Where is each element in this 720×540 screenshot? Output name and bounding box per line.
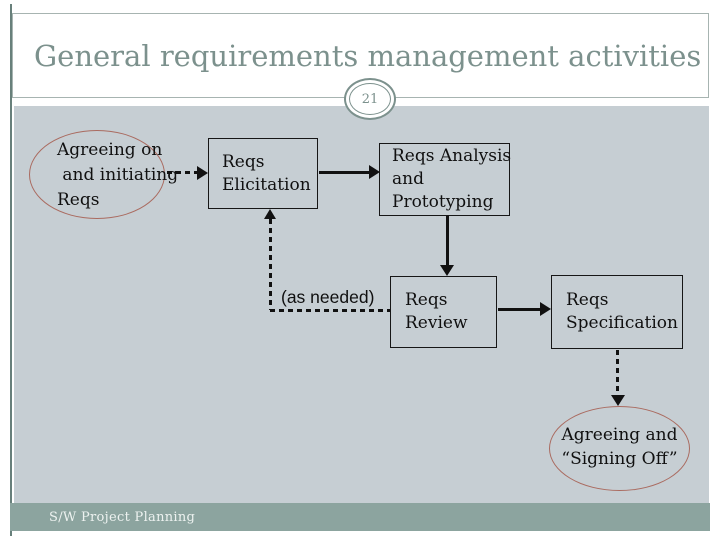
page-number-badge: 21 xyxy=(344,78,396,120)
box-reqs-review: Reqs Review xyxy=(390,276,497,348)
ellipse-agreeing-initiating-label: Agreeing on and initiating Reqs xyxy=(57,138,178,213)
dashed-connector-review-feedback-horizontal xyxy=(270,309,390,312)
box-label-line: Reqs xyxy=(566,290,609,310)
ellipse-agreeing-signing-off-label: Agreeing and “Signing Off” xyxy=(549,423,690,471)
arrowhead-right-icon xyxy=(369,165,380,179)
slide-title: General requirements management activiti… xyxy=(34,38,702,73)
footer-text: S/W Project Planning xyxy=(49,509,196,525)
arrowhead-right-icon xyxy=(540,302,551,316)
page-number: 21 xyxy=(361,91,379,107)
box-label-line: Elicitation xyxy=(222,174,311,195)
arrowhead-down-icon xyxy=(440,265,454,276)
left-accent-stripe xyxy=(10,4,12,536)
dashed-connector-specification-to-signoff xyxy=(616,350,619,395)
arrowhead-down-icon xyxy=(611,395,625,406)
box-label-line: Specification xyxy=(566,313,678,333)
footer-bar: S/W Project Planning xyxy=(10,503,710,531)
ellipse-agreeing-initiating xyxy=(29,130,165,219)
page-number-badge-ring: 21 xyxy=(349,83,391,115)
label-line: and initiating xyxy=(57,165,179,185)
box-label-line: Reqs Analysis xyxy=(392,146,512,166)
dashed-connector-review-feedback-vertical xyxy=(269,219,272,310)
label-line: Reqs xyxy=(57,190,100,210)
connector-elicitation-to-analysis xyxy=(319,171,370,174)
arrowhead-up-icon xyxy=(264,209,276,219)
box-label-line: Prototyping xyxy=(392,192,494,212)
box-label-line: Reqs xyxy=(405,290,448,310)
box-reqs-analysis-prototyping: Reqs Analysis and Prototyping xyxy=(379,143,512,216)
box-label-line: Review xyxy=(405,313,468,333)
label-line: Agreeing on xyxy=(57,140,163,160)
box-label-line: Reqs xyxy=(222,151,265,172)
label-line: Agreeing and xyxy=(561,425,678,445)
label-line: “Signing Off” xyxy=(561,449,678,469)
connector-analysis-to-review xyxy=(446,216,449,266)
box-reqs-specification: Reqs Specification xyxy=(551,275,683,349)
dashed-connector-start-to-elicitation xyxy=(167,171,198,174)
as-needed-label: (as needed) xyxy=(281,287,375,307)
box-reqs-elicitation: Reqs Elicitation xyxy=(208,138,318,209)
box-label-line: and xyxy=(392,169,424,189)
arrowhead-right-icon xyxy=(197,166,208,180)
ellipse-agreeing-signing-off xyxy=(549,406,690,491)
connector-review-to-specification xyxy=(498,308,541,311)
